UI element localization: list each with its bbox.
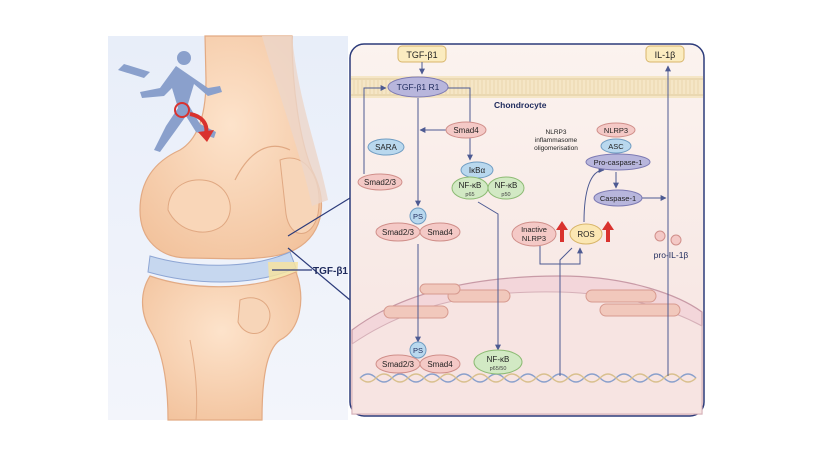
smad4-low bbox=[419, 354, 461, 374]
nfkb-p50-label: NF-κB bbox=[495, 181, 518, 190]
tibia-shaft-line bbox=[189, 339, 198, 421]
pro-caspase-1-label: Pro-caspase-1 bbox=[594, 158, 643, 167]
tgfb1-receptor bbox=[387, 76, 449, 98]
asc bbox=[600, 138, 632, 154]
receptor-label: TGF-β1 R1 bbox=[397, 82, 440, 92]
smad4-upper-label: Smad4 bbox=[453, 126, 479, 135]
caspase-1 bbox=[593, 189, 643, 207]
caspase-1-label: Caspase-1 bbox=[600, 194, 636, 203]
dna-strand-a bbox=[359, 373, 697, 383]
ikba-label: IκBα bbox=[469, 166, 486, 175]
ros bbox=[569, 223, 603, 245]
nfkb-p50-sub: p50 bbox=[501, 192, 510, 198]
smad23-low-label: Smad2/3 bbox=[382, 360, 415, 369]
sara-label: SARA bbox=[375, 143, 397, 152]
arrow-ros-up bbox=[583, 167, 605, 223]
lipid-ticks bbox=[353, 80, 699, 94]
ps-low-label: PS bbox=[413, 346, 423, 355]
nfkb-p65-sub: p65 bbox=[465, 192, 474, 198]
inactive-nlrp3-line2: NLRP3 bbox=[522, 234, 546, 243]
smad4-upper bbox=[445, 121, 487, 139]
nfkb-nucleus-label: NF-κB bbox=[487, 355, 510, 364]
runner-silhouette-icon bbox=[118, 51, 222, 152]
smad23-mid-label: Smad2/3 bbox=[382, 228, 415, 237]
endoplasmic-reticulum bbox=[383, 283, 681, 319]
arrow-nfkb-to-nucleus bbox=[477, 201, 501, 351]
inactive-nlrp3-line1: Inactive bbox=[521, 225, 547, 234]
nfkb-nucleus bbox=[473, 349, 523, 375]
smad4-mid bbox=[419, 222, 461, 242]
nfkb-nucleus-sub: p65/50 bbox=[490, 366, 507, 372]
ros-label: ROS bbox=[577, 230, 594, 239]
ps-mid bbox=[409, 207, 427, 225]
fibula-head bbox=[237, 297, 271, 334]
red-up-arrow-icon bbox=[556, 221, 568, 242]
red-circle-arrow-icon bbox=[174, 102, 214, 142]
dna-strand-b bbox=[359, 373, 697, 383]
ps-low bbox=[409, 341, 427, 359]
sara bbox=[367, 138, 405, 156]
tgfb1-top-label: TGF-β1 bbox=[406, 50, 437, 60]
smad4-low-label: Smad4 bbox=[427, 360, 453, 369]
zoom-line-bottom bbox=[287, 247, 351, 301]
arrow-ros-loop bbox=[539, 246, 583, 265]
asc-label: ASC bbox=[608, 142, 624, 151]
arrow-smad23-to-receptor bbox=[363, 85, 387, 174]
femur-groove bbox=[234, 145, 291, 181]
inactive-nlrp3 bbox=[511, 221, 557, 247]
nlrp3-text-line2: inflammasome bbox=[535, 137, 578, 144]
pro-il1b-dot-1 bbox=[654, 230, 666, 242]
pro-caspase-1 bbox=[585, 153, 651, 171]
nlrp3-text-line1: NLRP3 bbox=[546, 129, 567, 136]
zoom-line-top bbox=[287, 197, 351, 237]
red-up-arrow-icon-2 bbox=[602, 221, 614, 242]
tgfb1-knee-label: TGF-β1 bbox=[313, 266, 348, 277]
smad4-mid-label: Smad4 bbox=[427, 228, 453, 237]
smad23-left-label: Smad2/3 bbox=[364, 178, 397, 187]
il1b-top-box bbox=[645, 45, 685, 63]
smad23-left bbox=[357, 173, 403, 191]
arrow-nucleus-to-ros bbox=[559, 247, 573, 376]
nlrp3 bbox=[596, 122, 636, 138]
il1b-top-label: IL-1β bbox=[655, 50, 676, 60]
ps-mid-label: PS bbox=[413, 212, 423, 221]
nlrp3-label: NLRP3 bbox=[604, 126, 628, 135]
pro-il1b-dot-2 bbox=[670, 234, 682, 246]
ligament bbox=[262, 36, 328, 206]
femur-condyle-detail bbox=[167, 179, 231, 233]
chondrocyte-label: Chondrocyte bbox=[494, 100, 547, 110]
pro-il1b-label: pro-IL-1β bbox=[654, 250, 689, 260]
nfkb-p50 bbox=[487, 176, 525, 200]
nlrp3-text-line3: oligomerisation bbox=[534, 145, 578, 152]
nfkb-p65-label: NF-κB bbox=[459, 181, 482, 190]
